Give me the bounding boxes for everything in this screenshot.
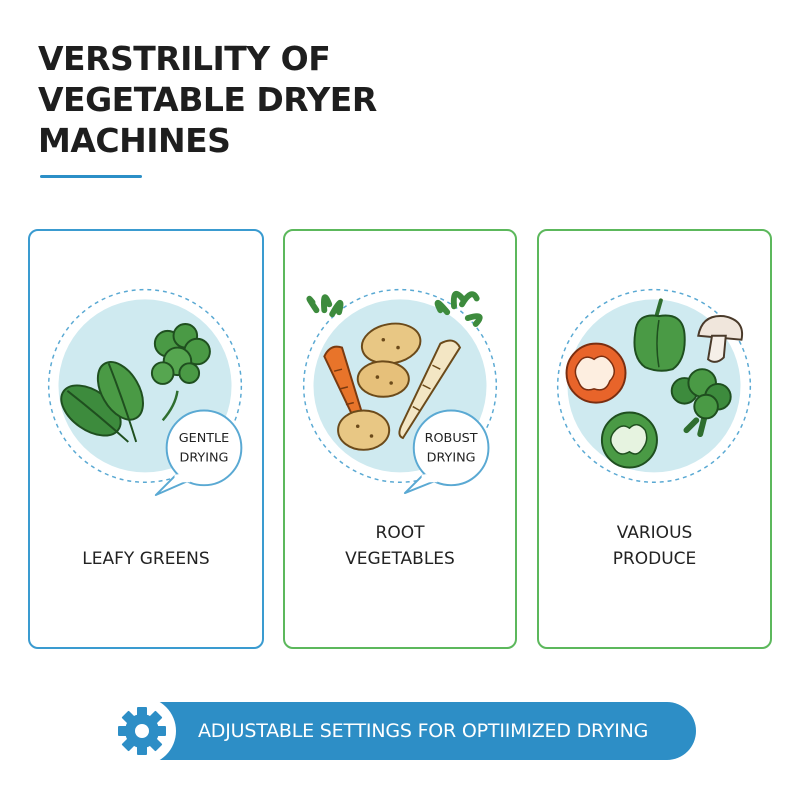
- bubble-line-2: DRYING: [427, 451, 476, 466]
- spinach-icon: [60, 361, 144, 443]
- card-label-line-2: VEGETABLES: [345, 549, 455, 569]
- various-produce-illustration: [556, 288, 752, 483]
- card-label-line-1: VARIOUS: [616, 523, 693, 543]
- parsnip-icon: [398, 290, 483, 440]
- green-pepper-slice-icon: [600, 411, 658, 469]
- speech-bubble: ROBUST DRYING: [403, 409, 490, 495]
- parsley-icon: [150, 323, 211, 422]
- card-label: LEAFY GREENS: [82, 549, 210, 569]
- red-pepper-slice-icon: [565, 342, 627, 404]
- gear-badge: [108, 697, 176, 765]
- potato-icon: [337, 322, 422, 451]
- green-pepper-icon: [633, 298, 686, 372]
- leafy-greens-illustration: GENTLE DRYING: [47, 288, 243, 497]
- card-label-line-1: ROOT: [375, 523, 425, 543]
- root-vegetables-illustration: ROBUST DRYING: [302, 288, 498, 495]
- page-title: VERSTRILITY OF VEGETABLE DRYER MACHINES: [38, 39, 377, 160]
- card-leafy-greens: GENTLE DRYING LEAFY GREENS: [28, 229, 264, 649]
- card-root-vegetables: ROBUST DRYING ROOT VEGETABLES: [283, 229, 517, 649]
- bubble-line-1: GENTLE: [179, 431, 229, 446]
- bubble-line-1: ROBUST: [425, 431, 478, 446]
- speech-bubble: GENTLE DRYING: [154, 409, 243, 497]
- broccoli-icon: [670, 368, 732, 438]
- gear-icon: [118, 707, 166, 755]
- title-underline: [40, 175, 142, 178]
- bubble-line-2: DRYING: [180, 451, 229, 466]
- mushroom-icon: [697, 315, 744, 363]
- card-label-line-2: PRODUCE: [612, 549, 697, 569]
- banner-text: ADJUSTABLE SETTINGS FOR OPTIIMIZED DRYIN…: [198, 720, 649, 742]
- settings-banner: ADJUSTABLE SETTINGS FOR OPTIIMIZED DRYIN…: [112, 702, 696, 760]
- card-various-produce: VARIOUS PRODUCE: [537, 229, 772, 649]
